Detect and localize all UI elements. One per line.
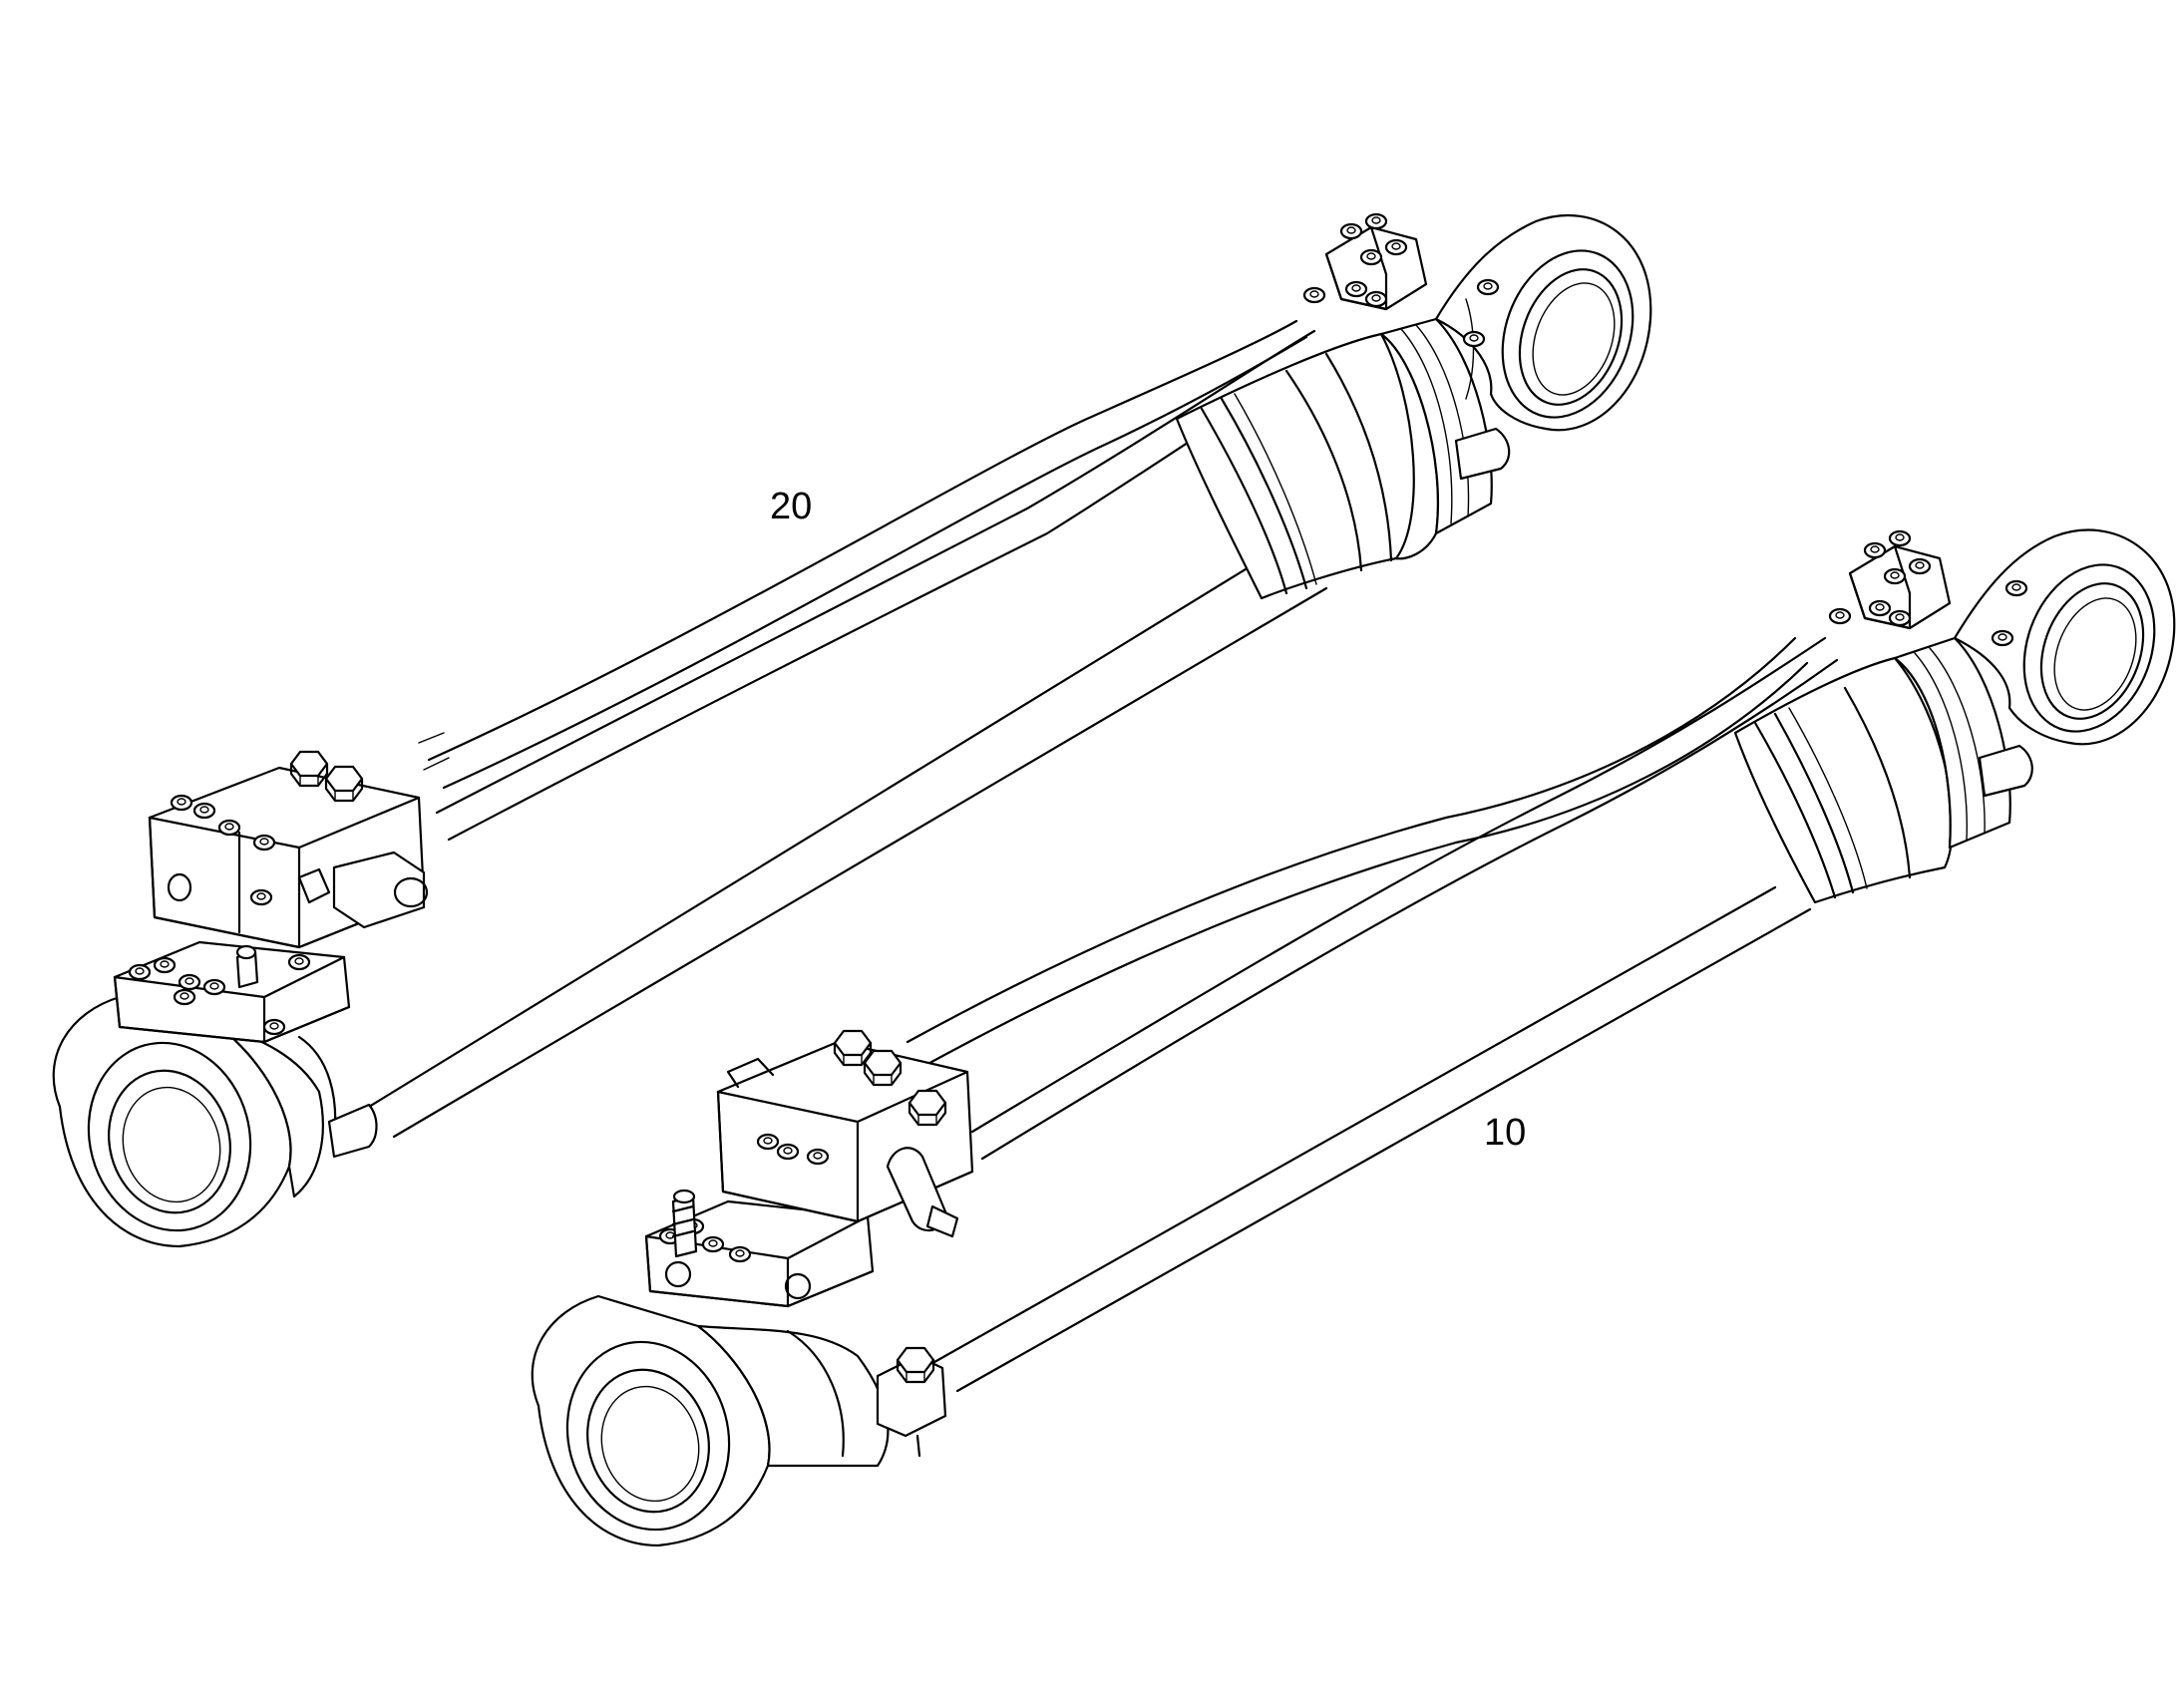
hydraulic-hose-pair-20 [418,319,1330,842]
cylinder-assembly-20 [52,212,1652,1248]
callout-20: 20 [770,486,812,527]
cylinder-eye-lower-10 [531,1294,947,1547]
cylinder-assembly-10 [531,528,2176,1547]
piston-rod-10 [925,885,1812,1393]
valve-block-10 [644,1029,974,1308]
cylinder-barrel-10 [1733,636,2033,904]
cylinder-barrel-20 [1175,317,1511,600]
hydraulic-hose-pair-10 [906,636,1839,1161]
port-block-upper-20 [1302,212,1428,311]
valve-block-20 [113,750,429,1044]
port-block-upper-10 [1828,529,1952,630]
piston-rod-20 [367,551,1328,1139]
callout-10: 10 [1484,1112,1526,1154]
cylinder-eye-upper-10 [1953,528,2176,746]
cylinder-eye-lower-20 [52,995,378,1248]
cylinder-eye-upper-20 [1434,213,1652,432]
